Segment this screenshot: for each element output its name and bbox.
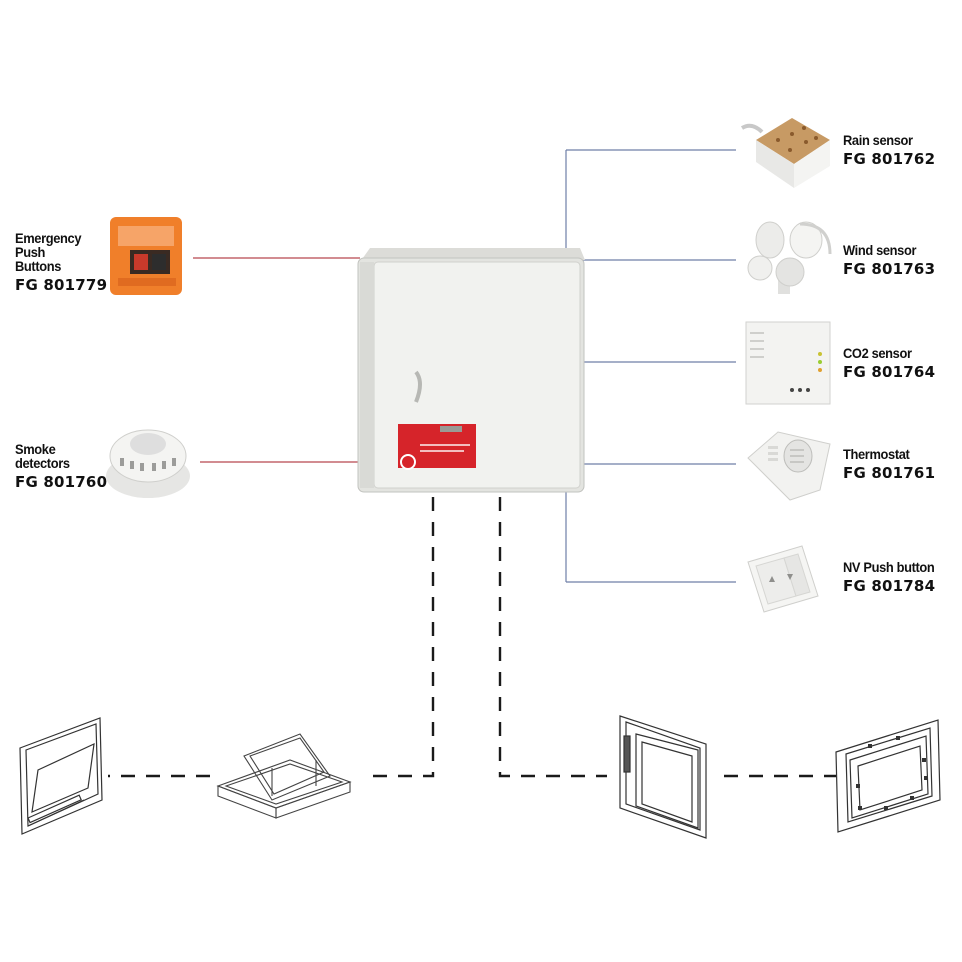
device-name: Wind sensor (843, 242, 917, 258)
device-code: FG 801761 (843, 464, 936, 482)
top-hung-window-icon (19, 717, 103, 835)
device-name: Thermostat (843, 446, 910, 462)
device-code: FG 801762 (843, 150, 936, 168)
device-code: FG 801784 (843, 577, 936, 595)
double-frame-window-icon (835, 719, 941, 833)
device-code: FG 801779 (15, 276, 108, 294)
wind-sensor-icon (747, 221, 832, 294)
device-code: FG 801760 (15, 473, 108, 491)
smoke-detector-icon (106, 429, 190, 498)
device-code: FG 801763 (843, 260, 936, 278)
label-nv-push-button: NV Push button FG 801784 (843, 560, 942, 595)
co2-sensor-icon (745, 321, 831, 405)
device-name: Emergency (15, 230, 82, 246)
output-lines-to-windows (108, 497, 836, 778)
device-name: Push (15, 244, 46, 260)
label-wind-sensor: Wind sensor FG 801763 (843, 243, 935, 278)
roof-skylight-icon (216, 733, 352, 819)
thermostat-icon (747, 431, 831, 501)
device-code: FG 801764 (843, 363, 936, 381)
label-thermostat: Thermostat FG 801761 (843, 447, 935, 482)
nv-push-button-icon (747, 545, 819, 613)
emergency-push-button-icon (110, 217, 182, 295)
device-name: NV Push button (843, 559, 935, 575)
control-panel-cabinet-icon (357, 248, 585, 493)
panel-logo-icon (400, 454, 416, 470)
device-name: detectors (15, 455, 70, 471)
device-name: CO2 sensor (843, 345, 912, 361)
label-rain-sensor: Rain sensor FG 801762 (843, 133, 935, 168)
connector-bus-right (565, 149, 736, 583)
label-emergency-push-buttons: Emergency Push Buttons FG 801779 (15, 231, 107, 294)
device-name: Buttons (15, 258, 62, 274)
side-hung-window-icon (619, 715, 707, 839)
label-smoke-detectors: Smoke detectors FG 801760 (15, 442, 107, 491)
rain-sensor-icon (740, 118, 830, 188)
label-co2-sensor: CO2 sensor FG 801764 (843, 346, 935, 381)
device-name: Rain sensor (843, 132, 913, 148)
device-name: Smoke (15, 441, 56, 457)
